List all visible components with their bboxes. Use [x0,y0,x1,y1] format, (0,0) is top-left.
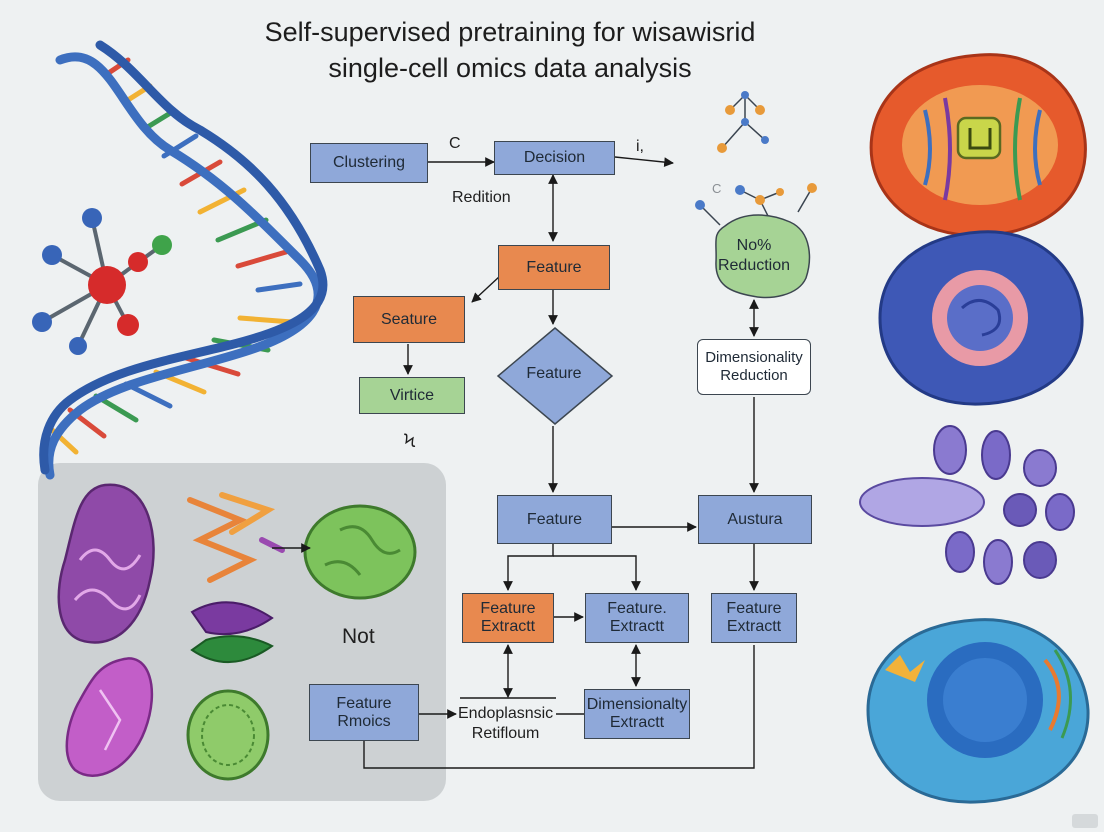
title-line-2: single-cell omics data analysis [328,53,692,83]
golgi-illustration [190,601,274,663]
virtice-node: Virtice [359,377,465,414]
endo-line-1: Endoplasnsic [458,705,554,722]
chloroplast-green-illustration [303,504,417,600]
de-line-1: Dimensionalty [586,696,688,713]
de-line-2: Extractt [609,714,665,731]
dna-helix-illustration [39,40,328,480]
feature-top-node: Feature [498,245,610,290]
dim-red-line-1: Dimensionality [705,349,803,366]
not-label: Not [342,625,375,648]
redition-label: Redition [452,189,511,206]
c-label: C [449,135,461,152]
fe-right-line-2: Extractt [726,618,782,635]
endoplasmic-label: Endoplasnsic Retifloum [458,704,553,744]
i-label: i, [636,138,644,155]
feature-extract-right-node: Feature Extractt [711,593,797,643]
cells-cluster-purple-illustration [859,425,1075,585]
seature-node: Seature [353,296,465,343]
feature-rmoics-node: Feature Rmoics [309,684,419,741]
network-graph-illustration [699,94,813,231]
c-small-label: C [712,181,722,196]
connectors [272,156,759,769]
dimensionality-reduction-node: Dimensionality Reduction [697,339,811,395]
austura-node: Austura [698,495,812,544]
molecule-illustration [32,208,172,355]
animal-cell-orange-illustration [869,53,1087,238]
page-title: Self-supervised pretraining for wisawisr… [170,14,850,86]
reduction-blob-label: No% Reduction [704,236,804,276]
blob-line-2: Reduction [717,257,791,274]
small-mark-label: Ϟ [404,431,416,451]
network-nodes [695,91,817,210]
feature-extract-blue-node: Feature. Extractt [585,593,689,643]
cell-cyan-illustration [866,618,1090,804]
feature-diamond-label: Feature [526,365,582,382]
feature-mid-node: Feature [497,495,612,544]
fe-blue-line-2: Extractt [609,618,665,635]
title-line-1: Self-supervised pretraining for wisawisr… [264,17,756,47]
feature-diamond-node [496,327,614,425]
cell-blue-illustration [878,230,1084,406]
mitochondrion-purple-illustration [57,483,155,644]
blob-line-1: No% [736,237,772,254]
fr-line-2: Rmoics [337,712,391,730]
corner-badge [1072,814,1098,828]
dimensionality-extract-node: Dimensionalty Extractt [584,689,690,739]
decision-node: Decision [494,141,615,175]
fe-orange-line-1: Feature [480,600,536,617]
clustering-node: Clustering [310,143,428,183]
reduction-blob-node [715,214,811,299]
feature-extract-orange-node: Feature Extractt [462,593,554,643]
endo-line-2: Retifloum [471,725,540,742]
dim-red-line-2: Reduction [720,367,788,384]
fe-orange-line-2: Extractt [480,618,536,635]
vacuole-green-illustration [186,689,270,781]
fe-blue-line-1: Feature. [607,600,667,617]
fe-right-line-1: Feature [726,600,782,617]
fr-line-1: Feature [336,694,392,712]
bacterium-pink-illustration [65,657,154,777]
